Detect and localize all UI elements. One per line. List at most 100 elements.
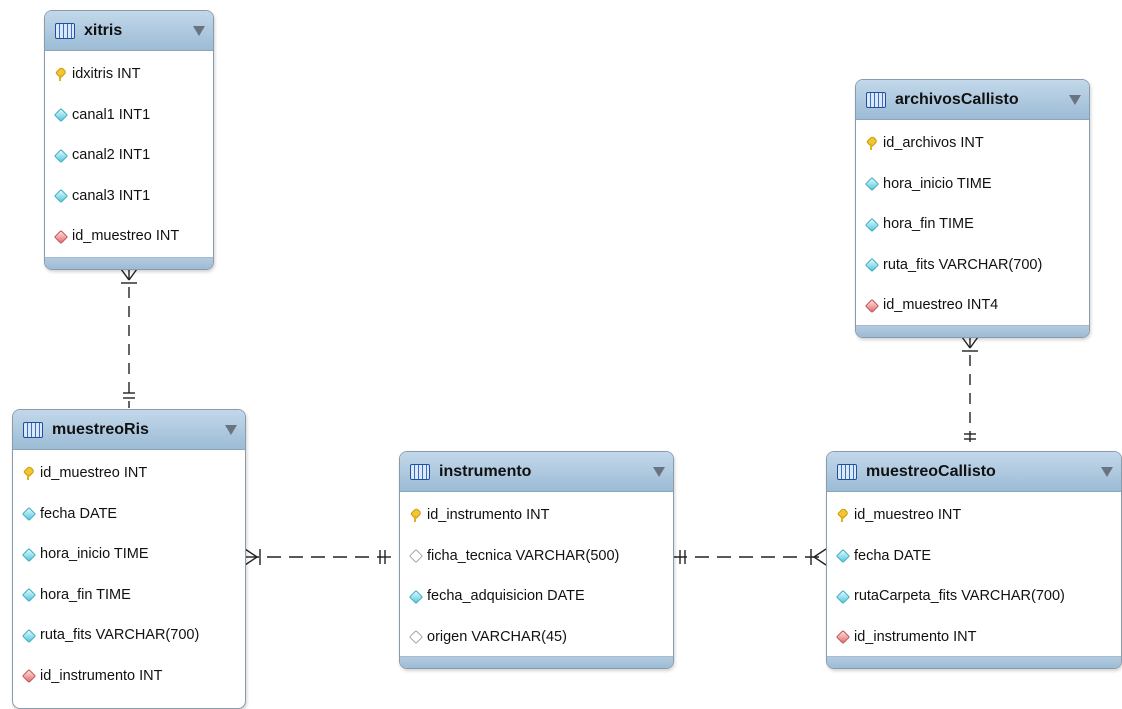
column-row[interactable]: rutaCarpeta_fits VARCHAR(700) bbox=[827, 576, 1121, 617]
table-icon bbox=[23, 421, 43, 438]
table-footer bbox=[827, 656, 1121, 668]
column-icon bbox=[409, 590, 422, 603]
column-row[interactable]: fecha DATE bbox=[13, 494, 245, 535]
nullable-column-icon bbox=[409, 630, 422, 643]
column-row[interactable]: hora_inicio TIME bbox=[856, 164, 1089, 205]
foreign-key-icon bbox=[22, 669, 35, 682]
column-row[interactable]: ruta_fits VARCHAR(700) bbox=[13, 615, 245, 656]
column-label: id_instrumento INT bbox=[427, 507, 550, 524]
column-label: hora_inicio TIME bbox=[883, 175, 992, 192]
table-name: muestreoRis bbox=[52, 420, 149, 438]
table-archivosCallisto[interactable]: archivosCallisto id_archivos INT hora_in… bbox=[855, 79, 1090, 338]
column-row[interactable]: id_muestreo INT4 bbox=[856, 285, 1089, 326]
relationship-xitris-muestreoRis bbox=[120, 268, 138, 408]
primary-key-icon bbox=[865, 137, 878, 150]
column-row[interactable]: id_muestreo INT bbox=[827, 495, 1121, 536]
table-name: instrumento bbox=[439, 462, 532, 480]
column-row[interactable]: id_instrumento INT bbox=[13, 656, 245, 697]
column-label: id_instrumento INT bbox=[40, 667, 163, 684]
column-row[interactable]: id_archivos INT bbox=[856, 123, 1089, 164]
table-icon bbox=[55, 22, 75, 39]
column-icon bbox=[22, 588, 35, 601]
primary-key-icon bbox=[22, 467, 35, 480]
foreign-key-icon bbox=[836, 630, 849, 643]
column-row[interactable]: idxitris INT bbox=[45, 54, 213, 95]
column-label: fecha DATE bbox=[40, 505, 118, 522]
table-footer bbox=[400, 656, 673, 668]
table-header[interactable]: instrumento bbox=[400, 452, 673, 492]
column-icon bbox=[836, 549, 849, 562]
column-label: hora_fin TIME bbox=[883, 216, 974, 233]
column-row[interactable]: id_instrumento INT bbox=[827, 617, 1121, 658]
column-row[interactable]: id_instrumento INT bbox=[400, 495, 673, 536]
column-label: ruta_fits VARCHAR(700) bbox=[883, 256, 1043, 273]
nullable-column-icon bbox=[409, 549, 422, 562]
column-label: hora_fin TIME bbox=[40, 586, 131, 603]
column-row[interactable]: hora_fin TIME bbox=[856, 204, 1089, 245]
column-icon bbox=[865, 218, 878, 231]
column-icon bbox=[836, 590, 849, 603]
primary-key-icon bbox=[54, 68, 67, 81]
table-header[interactable]: xitris bbox=[45, 11, 213, 51]
column-label: ruta_fits VARCHAR(700) bbox=[40, 627, 200, 644]
column-icon bbox=[865, 177, 878, 190]
column-icon bbox=[54, 189, 67, 202]
column-label: fecha_adquisicion DATE bbox=[427, 588, 585, 605]
column-label: id_muestreo INT bbox=[72, 228, 180, 245]
column-label: canal1 INT1 bbox=[72, 106, 151, 123]
column-label: fecha DATE bbox=[854, 547, 932, 564]
column-row[interactable]: hora_inicio TIME bbox=[13, 534, 245, 575]
column-label: rutaCarpeta_fits VARCHAR(700) bbox=[854, 588, 1065, 605]
table-name: muestreoCallisto bbox=[866, 462, 996, 480]
column-icon bbox=[22, 548, 35, 561]
table-muestreoRis[interactable]: muestreoRis id_muestreo INT fecha DATE h… bbox=[12, 409, 246, 709]
column-row[interactable]: ficha_tecnica VARCHAR(500) bbox=[400, 536, 673, 577]
column-icon bbox=[22, 507, 35, 520]
table-footer bbox=[856, 325, 1089, 337]
table-xitris[interactable]: xitris idxitris INT canal1 INT1 canal2 I… bbox=[44, 10, 214, 270]
collapse-arrow-icon[interactable] bbox=[1101, 466, 1113, 477]
column-row[interactable]: id_muestreo INT bbox=[45, 216, 213, 257]
column-label: canal2 INT1 bbox=[72, 147, 151, 164]
column-label: id_archivos INT bbox=[883, 135, 984, 152]
column-row[interactable]: canal1 INT1 bbox=[45, 95, 213, 136]
table-header[interactable]: muestreoRis bbox=[13, 410, 245, 450]
column-label: origen VARCHAR(45) bbox=[427, 628, 567, 645]
collapse-arrow-icon[interactable] bbox=[653, 466, 665, 477]
table-header[interactable]: muestreoCallisto bbox=[827, 452, 1121, 492]
column-row[interactable]: canal2 INT1 bbox=[45, 135, 213, 176]
foreign-key-icon bbox=[865, 299, 878, 312]
collapse-arrow-icon[interactable] bbox=[193, 25, 205, 36]
column-icon bbox=[54, 108, 67, 121]
column-row[interactable]: id_muestreo INT bbox=[13, 453, 245, 494]
table-icon bbox=[837, 463, 857, 480]
column-label: id_muestreo INT bbox=[40, 465, 148, 482]
collapse-arrow-icon[interactable] bbox=[1069, 94, 1081, 105]
primary-key-icon bbox=[409, 509, 422, 522]
table-header[interactable]: archivosCallisto bbox=[856, 80, 1089, 120]
column-row[interactable]: ruta_fits VARCHAR(700) bbox=[856, 245, 1089, 286]
column-row[interactable]: origen VARCHAR(45) bbox=[400, 617, 673, 658]
foreign-key-icon bbox=[54, 230, 67, 243]
column-label: ficha_tecnica VARCHAR(500) bbox=[427, 547, 620, 564]
column-label: canal3 INT1 bbox=[72, 187, 151, 204]
collapse-arrow-icon[interactable] bbox=[225, 424, 237, 435]
relationship-muestreoCallisto-instrumento bbox=[673, 548, 827, 566]
relationship-muestreoRis-instrumento bbox=[244, 548, 398, 566]
column-row[interactable]: canal3 INT1 bbox=[45, 176, 213, 217]
column-icon bbox=[54, 149, 67, 162]
column-row[interactable]: hora_fin TIME bbox=[13, 575, 245, 616]
column-row[interactable]: fecha_adquisicion DATE bbox=[400, 576, 673, 617]
column-label: hora_inicio TIME bbox=[40, 546, 149, 563]
table-instrumento[interactable]: instrumento id_instrumento INT ficha_tec… bbox=[399, 451, 674, 669]
column-icon bbox=[865, 258, 878, 271]
table-icon bbox=[866, 91, 886, 108]
relationship-archivosCallisto-muestreoCallisto bbox=[961, 336, 979, 450]
table-icon bbox=[410, 463, 430, 480]
table-muestreoCallisto[interactable]: muestreoCallisto id_muestreo INT fecha D… bbox=[826, 451, 1122, 669]
primary-key-icon bbox=[836, 509, 849, 522]
column-label: id_muestreo INT4 bbox=[883, 297, 999, 314]
column-row[interactable]: fecha DATE bbox=[827, 536, 1121, 577]
table-name: xitris bbox=[84, 21, 123, 39]
